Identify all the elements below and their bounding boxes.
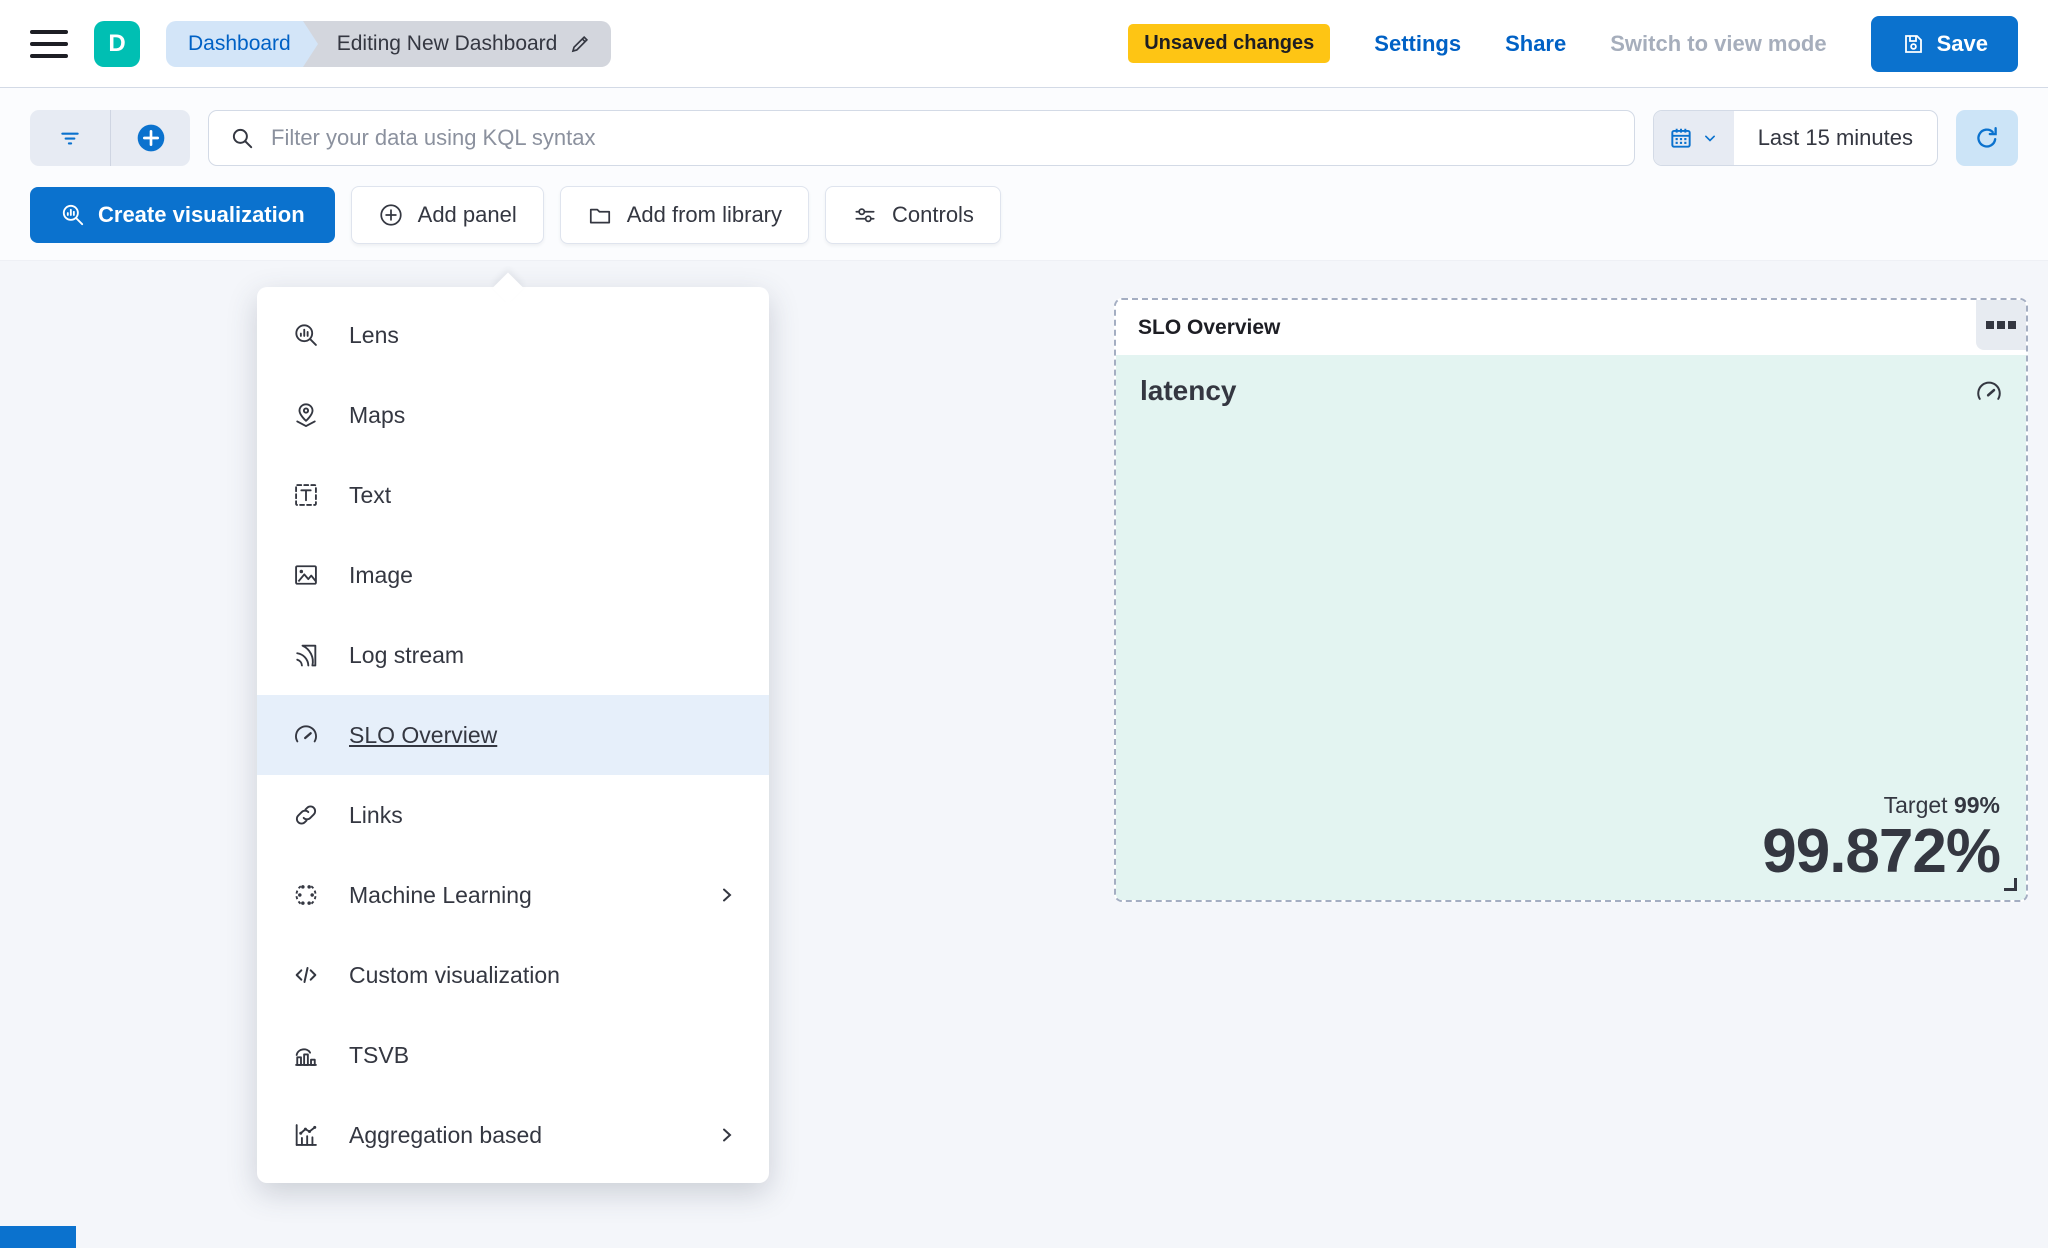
menu-item-label: Maps [349,401,406,428]
plus-circle-icon [135,122,167,154]
menu-item-label: Log stream [349,641,465,668]
menu-item-custom-visualization[interactable]: Custom visualization [257,935,769,1015]
sliders-icon [852,202,878,228]
new-panel-placeholder [0,1226,76,1248]
aggregation-icon [291,1120,321,1150]
settings-link[interactable]: Settings [1374,30,1462,56]
menu-item-tsvb[interactable]: TSVB [257,1015,769,1095]
menu-item-text[interactable]: Text [257,455,769,535]
controls-label: Controls [892,202,974,227]
header-actions: Unsaved changes Settings Share Switch to… [1128,15,2018,72]
panel-options-icon [1986,321,1994,329]
create-visualization-button[interactable]: Create visualization [30,187,335,243]
menu-item-slo-overview[interactable]: SLO Overview [257,695,769,775]
sli-value: 99.872% [1762,816,2001,886]
menu-item-label: TSVB [349,1041,410,1068]
menu-item-image[interactable]: Image [257,535,769,615]
slo-name: latency [1140,375,1237,406]
menu-item-log-stream[interactable]: Log stream [257,615,769,695]
breadcrumb-dashboard[interactable]: Dashboard [166,20,318,67]
share-link[interactable]: Share [1505,30,1567,56]
time-range-value[interactable]: Last 15 minutes [1757,125,1913,150]
unsaved-changes-badge: Unsaved changes [1128,24,1331,63]
chevron-right-icon [715,1123,739,1147]
menu-item-maps[interactable]: Maps [257,375,769,455]
plus-in-circle-icon [378,202,404,228]
time-range-picker: Last 15 minutes [1652,110,1938,166]
lens-app-icon [60,202,86,228]
switch-view-mode-link[interactable]: Switch to view mode [1610,30,1827,56]
image-icon [291,560,321,590]
maps-icon [291,400,321,430]
add-filter-button[interactable] [110,110,190,166]
menu-item-links[interactable]: Links [257,775,769,855]
add-from-library-label: Add from library [626,202,783,227]
create-visualization-label: Create visualization [98,202,305,227]
edit-pencil-icon[interactable] [569,33,591,55]
save-button-label: Save [1936,30,1988,56]
dashboard-action-bar: Create visualization Add panel Add from … [0,178,2048,261]
menu-item-label: Machine Learning [349,881,532,908]
kql-search-input[interactable] [271,125,1614,151]
filter-icon [57,125,83,151]
menu-item-label: Aggregation based [349,1121,543,1148]
refresh-icon [1973,124,2001,152]
link-icon [291,800,321,830]
menu-item-label: Custom visualization [349,961,560,988]
slo-values: Target 99% 99.872% [1762,791,2001,886]
filter-controls-group [30,110,190,166]
target-value: 99% [1953,791,2000,818]
menu-item-label: Text [349,481,392,508]
breadcrumb-current-label: Editing New Dashboard [336,31,558,55]
menu-item-lens[interactable]: Lens [257,295,769,375]
panel-options-button[interactable] [1976,300,2026,350]
query-toolbar: Last 15 minutes [0,88,2048,178]
panel-resize-handle[interactable] [2004,878,2017,891]
slo-metric-body[interactable]: latency Target 99% 99.872% [1116,355,2026,900]
text-icon [291,480,321,510]
filter-menu-button[interactable] [30,110,110,166]
menu-item-label: Lens [349,321,399,348]
space-avatar[interactable]: D [94,20,140,67]
lens-icon [291,320,321,350]
search-icon [229,125,255,151]
menu-item-machine-learning[interactable]: Machine Learning [257,855,769,935]
chevron-right-icon [715,883,739,907]
menu-hamburger-icon[interactable] [30,29,68,58]
menu-item-aggregation-based[interactable]: Aggregation based [257,1095,769,1175]
add-panel-button[interactable]: Add panel [350,186,544,244]
machine-learning-icon [291,880,321,910]
target-label: Target [1883,791,1948,818]
calendar-icon [1668,125,1694,151]
folder-icon [587,202,613,228]
add-panel-menu: Lens Maps Text [257,272,769,1183]
controls-button[interactable]: Controls [825,186,1001,244]
add-from-library-button[interactable]: Add from library [559,186,810,244]
breadcrumb: Dashboard Editing New Dashboard [166,20,612,67]
log-stream-icon [291,640,321,670]
chevron-down-icon [1700,128,1720,148]
breadcrumb-current[interactable]: Editing New Dashboard [302,20,612,67]
kql-search-box [208,110,1635,166]
tsvb-icon [291,1040,321,1070]
gauge-icon [1974,377,2004,407]
gauge-icon [291,720,321,750]
panel-header[interactable]: SLO Overview [1116,300,2026,355]
menu-item-label: SLO Overview [349,721,498,748]
slo-overview-panel: SLO Overview latency Target 99% 99.872% [1114,298,2028,902]
add-panel-label: Add panel [417,202,517,227]
save-button[interactable]: Save [1870,15,2018,72]
save-floppy-icon [1901,32,1925,56]
refresh-button[interactable] [1956,110,2018,166]
menu-item-label: Image [349,561,413,588]
date-picker-calendar-button[interactable] [1653,111,1734,165]
panel-title: SLO Overview [1138,315,1281,339]
code-icon [291,960,321,990]
top-header: D Dashboard Editing New Dashboard Unsave… [0,0,2048,88]
menu-item-label: Links [349,801,403,828]
